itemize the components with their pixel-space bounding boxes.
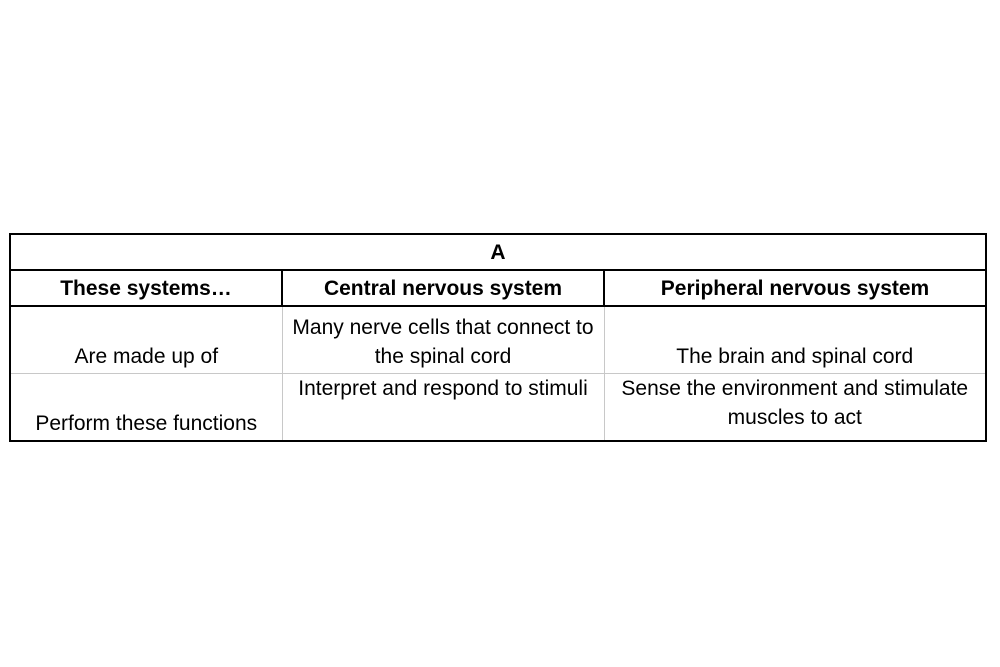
column-header: These systems…	[9, 269, 283, 307]
comparison-table: A These systems… Central nervous system …	[9, 233, 987, 442]
table-cell: The brain and spinal cord	[603, 305, 987, 374]
table-header-row: These systems… Central nervous system Pe…	[9, 269, 987, 307]
table-row: Are made up of Many nerve cells that con…	[9, 305, 987, 374]
column-header: Peripheral nervous system	[603, 269, 987, 307]
table-cell: Interpret and respond to stimuli	[281, 373, 605, 442]
table-cell: Many nerve cells that connect to the spi…	[281, 305, 605, 374]
table-row: Perform these functions Interpret and re…	[9, 373, 987, 442]
table-title-row: A	[9, 233, 987, 271]
table-cell: Perform these functions	[9, 373, 283, 442]
column-header: Central nervous system	[281, 269, 605, 307]
table-title: A	[9, 233, 987, 271]
table-cell: Sense the environment and stimulate musc…	[603, 373, 987, 442]
table-cell: Are made up of	[9, 305, 283, 374]
